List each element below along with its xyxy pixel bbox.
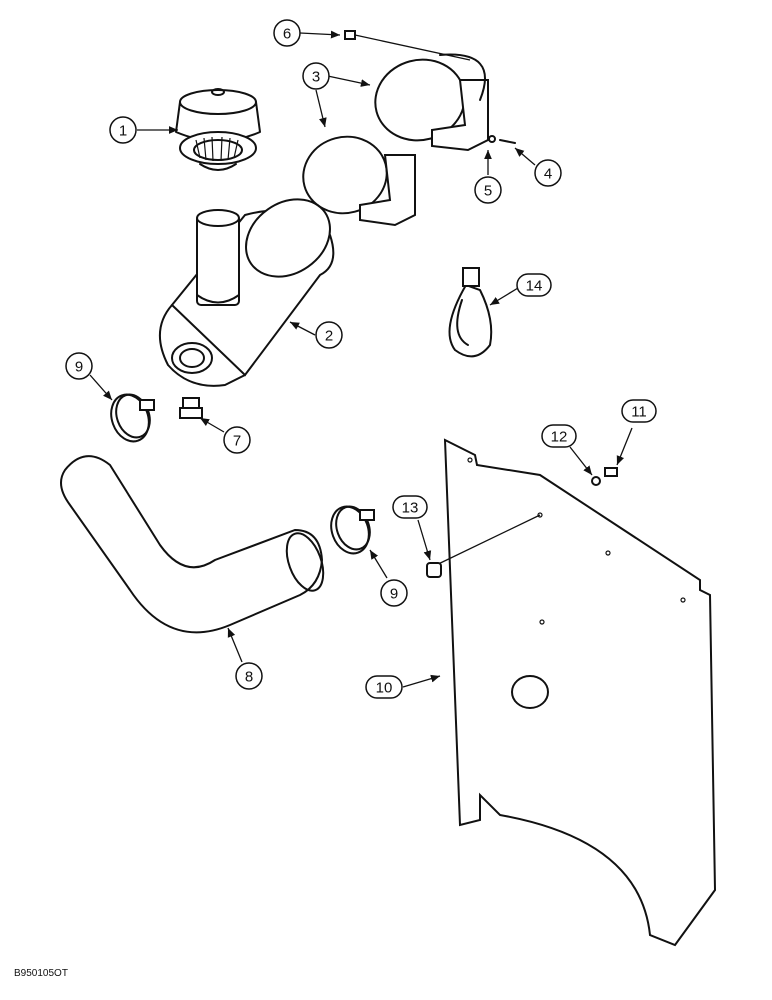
callout-9-lower: 9: [380, 579, 408, 607]
callout-11: 11: [621, 399, 657, 423]
precleaner-cap: [175, 88, 261, 171]
air-cleaner-housing: [158, 198, 335, 387]
intake-hose: [60, 455, 325, 634]
panel-hardware: [426, 467, 618, 578]
callout-9-upper: 9: [65, 352, 93, 380]
callout-14: 14: [516, 273, 552, 297]
callout-1: 1: [109, 116, 137, 144]
svg-text:11: 11: [631, 404, 647, 421]
svg-text:9: 9: [75, 359, 83, 376]
svg-text:1: 1: [119, 123, 127, 140]
hose-clamp-upper: [110, 393, 155, 443]
svg-text:2: 2: [325, 328, 333, 345]
svg-text:14: 14: [526, 278, 543, 295]
hose-clamp-lower: [330, 505, 375, 555]
bolt-washer-nut: [344, 30, 516, 144]
callout-12: 12: [541, 424, 577, 448]
svg-text:8: 8: [245, 669, 253, 686]
callout-4: 4: [534, 159, 562, 187]
callout-13: 13: [392, 495, 428, 519]
svg-text:9: 9: [390, 586, 398, 603]
callout-8: 8: [235, 662, 263, 690]
callout-2: 2: [315, 321, 343, 349]
svg-text:10: 10: [376, 680, 393, 697]
cable-tie: [448, 267, 493, 358]
figure-code: B950105OT: [14, 968, 68, 979]
svg-text:7: 7: [233, 433, 241, 450]
svg-text:13: 13: [402, 500, 419, 517]
callout-6: 6: [273, 19, 301, 47]
svg-text:4: 4: [544, 166, 552, 183]
svg-text:3: 3: [312, 69, 320, 86]
callout-7: 7: [223, 426, 251, 454]
mounting-bands: [302, 53, 489, 227]
callout-10: 10: [365, 675, 403, 699]
side-panel: [429, 438, 717, 947]
svg-text:5: 5: [484, 183, 492, 200]
callout-3: 3: [302, 62, 330, 90]
leader-lines: [89, 30, 633, 688]
svg-text:12: 12: [551, 429, 568, 446]
callout-5: 5: [474, 176, 502, 204]
restriction-indicator: [179, 397, 203, 419]
svg-text:6: 6: [283, 26, 291, 43]
